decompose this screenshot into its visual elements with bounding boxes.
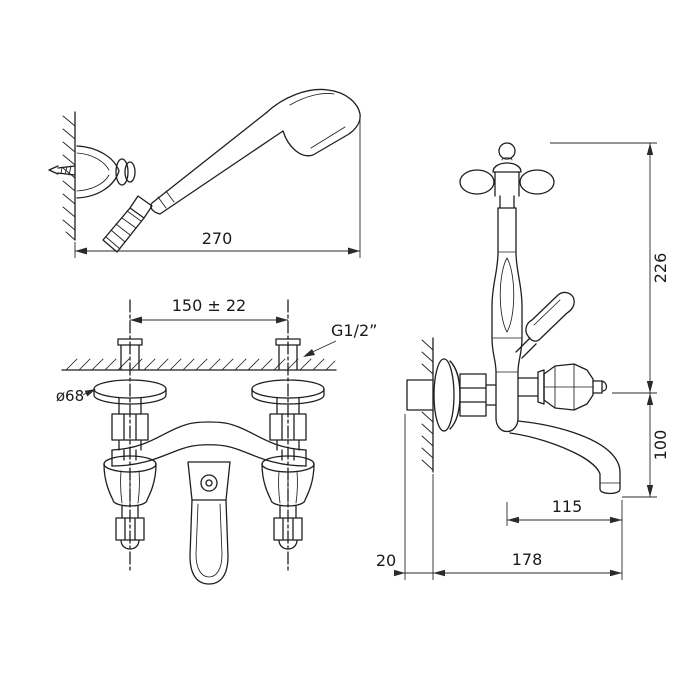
wall-bracket bbox=[76, 145, 136, 199]
union-nut bbox=[459, 373, 497, 417]
left-valve-body bbox=[111, 397, 149, 451]
diverter-knob bbox=[517, 363, 608, 411]
dim-270-label: 270 bbox=[202, 229, 233, 248]
hose-connector bbox=[102, 195, 153, 253]
dim-inlet-spacing: 150 ± 22 bbox=[130, 296, 288, 324]
left-flange bbox=[93, 379, 167, 405]
front-view bbox=[61, 299, 337, 585]
hand-shower-head bbox=[265, 88, 361, 157]
right-flange bbox=[251, 379, 325, 405]
wall-hatch bbox=[421, 339, 434, 471]
side-view bbox=[406, 142, 621, 495]
dim-inlet-spacing-label: 150 ± 22 bbox=[172, 296, 246, 315]
hand-shower-handle bbox=[150, 112, 284, 215]
wall-flange bbox=[433, 358, 461, 432]
dim-178-label: 178 bbox=[512, 550, 543, 569]
dim-20: 20 bbox=[376, 414, 434, 580]
dim-226: 226 bbox=[550, 142, 670, 394]
left-inlet-pipe bbox=[117, 338, 143, 371]
dim-270: 270 bbox=[74, 118, 361, 258]
in-wall-fitting bbox=[406, 379, 434, 411]
hand-shower-view bbox=[48, 88, 361, 253]
dim-thread-label: G1/2” bbox=[331, 321, 377, 340]
mounting-surface-hatch bbox=[65, 358, 336, 371]
dim-100-label: 100 bbox=[651, 430, 670, 461]
tub-spout bbox=[495, 417, 621, 495]
right-inlet-pipe bbox=[275, 338, 301, 371]
dim-flange-diameter: ø68 bbox=[56, 387, 96, 405]
diverter-lever bbox=[515, 291, 575, 359]
dim-226-label: 226 bbox=[651, 253, 670, 284]
dim-115: 115 bbox=[506, 497, 623, 580]
wall-hatch bbox=[62, 115, 76, 241]
right-valve-body bbox=[269, 397, 307, 451]
dim-flange-diameter-label: ø68 bbox=[56, 387, 84, 405]
cross-handle-side bbox=[459, 142, 555, 209]
dim-115-label: 115 bbox=[552, 497, 583, 516]
wall-screw bbox=[48, 165, 76, 176]
dim-thread: G1/2” bbox=[303, 321, 377, 357]
center-lever bbox=[189, 499, 229, 585]
dim-178: 178 bbox=[433, 550, 622, 577]
dim-100: 100 bbox=[622, 393, 670, 498]
dim-20-label: 20 bbox=[376, 551, 396, 570]
right-handle bbox=[261, 449, 315, 550]
diverter-housing bbox=[187, 461, 231, 501]
left-handle bbox=[103, 449, 157, 550]
column-body bbox=[491, 207, 523, 419]
